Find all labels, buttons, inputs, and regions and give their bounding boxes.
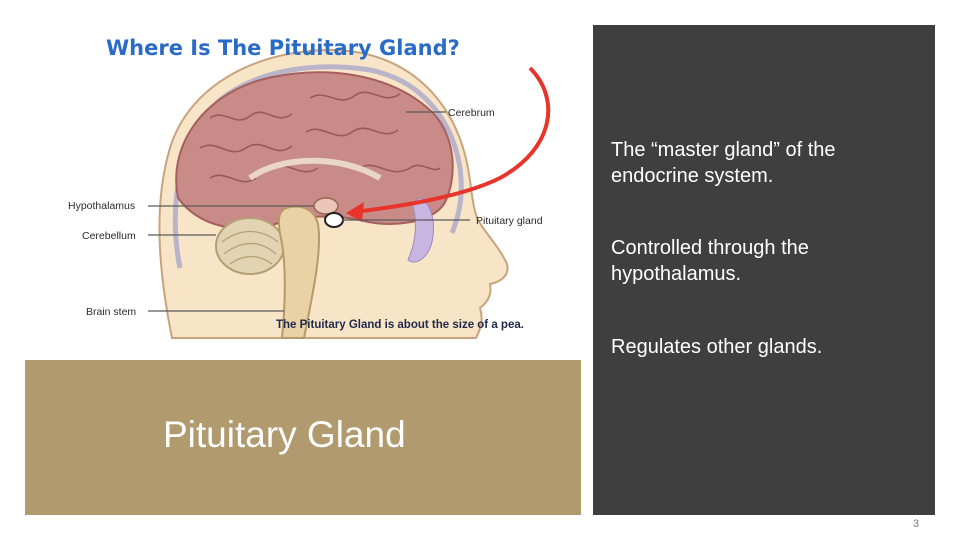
title-box: Pituitary Gland: [25, 360, 581, 515]
pointer-arrowhead: [346, 202, 364, 222]
hypothalamus-shape: [313, 197, 339, 215]
label-brain-stem: Brain stem: [86, 306, 136, 318]
label-cerebrum: Cerebrum: [448, 107, 495, 119]
slide-title: Pituitary Gland: [163, 414, 406, 455]
label-hypothalamus: Hypothalamus: [68, 200, 135, 212]
cerebellum-folds: [221, 231, 279, 265]
label-cerebellum: Cerebellum: [82, 230, 136, 242]
cerebellum-shape: [215, 217, 285, 275]
bullet-text: The “master gland” of the endocrine syst…: [611, 139, 836, 187]
ventricle-shape: [407, 197, 434, 263]
bullet-text: Regulates other glands.: [611, 336, 823, 358]
label-pituitary: Pituitary gland: [476, 215, 543, 227]
brain-stem-shape: [277, 205, 321, 339]
brain-diagram: Where Is The Pituitary Gland? Cerebrum H…: [60, 28, 580, 340]
page-number: 3: [913, 518, 920, 530]
pituitary-shape: [324, 212, 344, 228]
cerebrum-shape: [175, 71, 454, 230]
leader-lines: [148, 111, 470, 312]
pointer-arrow: [351, 66, 551, 214]
bullet-text: Controlled through the hypothalamus.: [611, 237, 809, 285]
bullet-panel: The “master gland” of the endocrine syst…: [593, 25, 935, 515]
corpus-callosum: [248, 157, 382, 181]
figure-title: Where Is The Pituitary Gland?: [106, 36, 460, 60]
figure-caption: The Pituitary Gland is about the size of…: [276, 319, 524, 331]
